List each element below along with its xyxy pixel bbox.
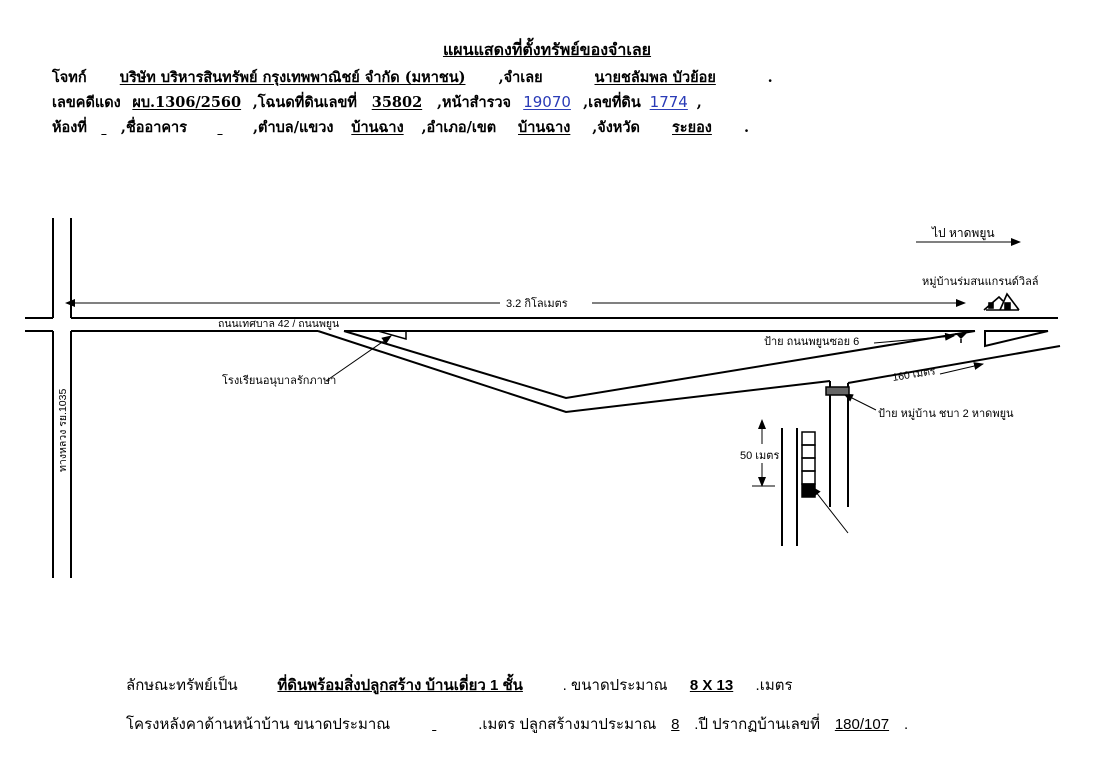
footer-line-1: ลักษณะทรัพย์เป็น ที่ดินพร้อมสิ่งปลูกสร้าง… — [126, 673, 1086, 697]
land-no-value: 1774 — [649, 93, 688, 111]
subdistrict-label: ,ตำบล/แขวง — [253, 119, 334, 136]
distance-160-arrow — [939, 362, 984, 375]
road-end-wedge — [984, 330, 1049, 348]
header-line-2: เลขคดีแดง ผบ.1306/2560 ,โฉนดที่ดินเลขที่ 35… — [52, 91, 1052, 114]
plaintiff-label: โจทก์ — [52, 69, 87, 86]
soi6-sign-icon — [955, 333, 967, 343]
v-road-inner-edge — [343, 330, 976, 400]
distance-50-label: 50 เมตร — [740, 450, 779, 462]
province-label: ,จังหวัด — [592, 119, 640, 136]
village-sign-pointer — [843, 393, 877, 411]
end-comma: , — [696, 94, 702, 111]
end-mark: . — [743, 119, 749, 136]
years-unit: .ปี ปรากฏบ้านเลขที่ — [694, 716, 820, 733]
house-plot-2 — [801, 444, 816, 459]
roof-value — [390, 716, 478, 733]
size-unit: .เมตร — [755, 677, 793, 694]
building-label: ,ชื่ออาคาร — [120, 119, 187, 136]
house-plot-3 — [801, 457, 816, 472]
header-line-3: ห้องที่ ,ชื่ออาคาร ,ตำบล/แขวง บ้านฉาง ,อำเ… — [52, 116, 1052, 139]
branch-road-edge — [847, 345, 1061, 384]
target-house-plot — [801, 483, 816, 498]
village-house-icon — [983, 292, 1020, 311]
page-title: แผนแสดงที่ตั้งทรัพย์ของจำเลย — [442, 40, 652, 59]
defendant-value: นายชลัมพล บัวย้อย — [594, 69, 716, 86]
district-label: ,อำเภอ/เขต — [421, 119, 497, 136]
house-no-value: 180/107 — [834, 716, 890, 733]
province-value: ระยอง — [672, 119, 712, 136]
house-plot-1 — [801, 431, 816, 446]
village-sign-icon — [825, 386, 850, 396]
road-name-label: ถนนเทศบาล 42 / ถนนพยูน — [218, 318, 339, 330]
property-label: ลักษณะทรัพย์เป็น — [126, 677, 238, 694]
school-label: โรงเรียนอนุบาลรักภาษา — [222, 373, 336, 387]
roof-unit: .เมตร ปลูกสร้างมาประมาณ — [478, 716, 657, 733]
plaintiff-value: บริษัท บริหารสินทรัพย์ กรุงเทพพาณิชย์ จำ… — [119, 69, 466, 86]
distance-160-label: 160 เมตร — [892, 365, 937, 384]
district-value: บ้านฉาง — [518, 119, 571, 136]
v-road-outer-edge — [317, 330, 831, 414]
subdistrict-value: บ้านฉาง — [351, 119, 404, 136]
footer-line-2: โครงหลังคาด้านหน้าบ้าน ขนาดประมาณ .เมตร … — [126, 712, 1086, 736]
roof-label: โครงหลังคาด้านหน้าบ้าน ขนาดประมาณ — [126, 716, 391, 733]
size-label: . ขนาดประมาณ — [562, 677, 668, 694]
survey-page-label: ,หน้าสำรวจ — [436, 94, 512, 111]
soi6-sign-label: ป้าย ถนนพยูนซอย 6 — [764, 336, 859, 348]
survey-page-value: 19070 — [523, 93, 571, 111]
footer-end-mark: . — [903, 716, 909, 733]
distance-main-label: 3.2 กิโลเมตร — [506, 296, 568, 310]
header-line-1: โจทก์ บริษัท บริหารสินทรัพย์ กรุงเทพพาณิช… — [52, 66, 1052, 89]
years-value: 8 — [671, 716, 680, 733]
case-no-value: ผบ.1306/2560 — [132, 94, 242, 111]
village-sign-label: ป้าย หมู่บ้าน ชบา 2 หาดพยูน — [878, 408, 1014, 420]
deed-no-value: 35802 — [371, 94, 423, 111]
highway-label: ทางหลวง รย.1035 — [57, 389, 69, 472]
school-pointer — [325, 335, 392, 382]
size-value: 8 X 13 — [689, 677, 734, 694]
property-value: ที่ดินพร้อมสิ่งปลูกสร้าง บ้านเดี่ยว 1 ชั… — [277, 677, 523, 694]
village-label: หมู่บ้านร่มสนแกรนด์วิลล์ — [922, 275, 1039, 288]
target-house-pointer — [811, 486, 849, 534]
deed-label: ,โฉนดที่ดินเลขที่ — [252, 94, 357, 111]
land-no-label: ,เลขที่ดิน — [583, 94, 641, 111]
room-label: ห้องที่ — [52, 119, 87, 136]
soi6-pointer — [873, 332, 955, 344]
defendant-label: ,จำเลย — [498, 69, 543, 86]
end-mark: . — [767, 69, 773, 86]
house-plot-4 — [801, 470, 816, 485]
school-marker — [377, 330, 407, 340]
to-beach-label: ไป หาดพยูน — [931, 226, 995, 241]
case-no-label: เลขคดีแดง — [52, 94, 121, 111]
